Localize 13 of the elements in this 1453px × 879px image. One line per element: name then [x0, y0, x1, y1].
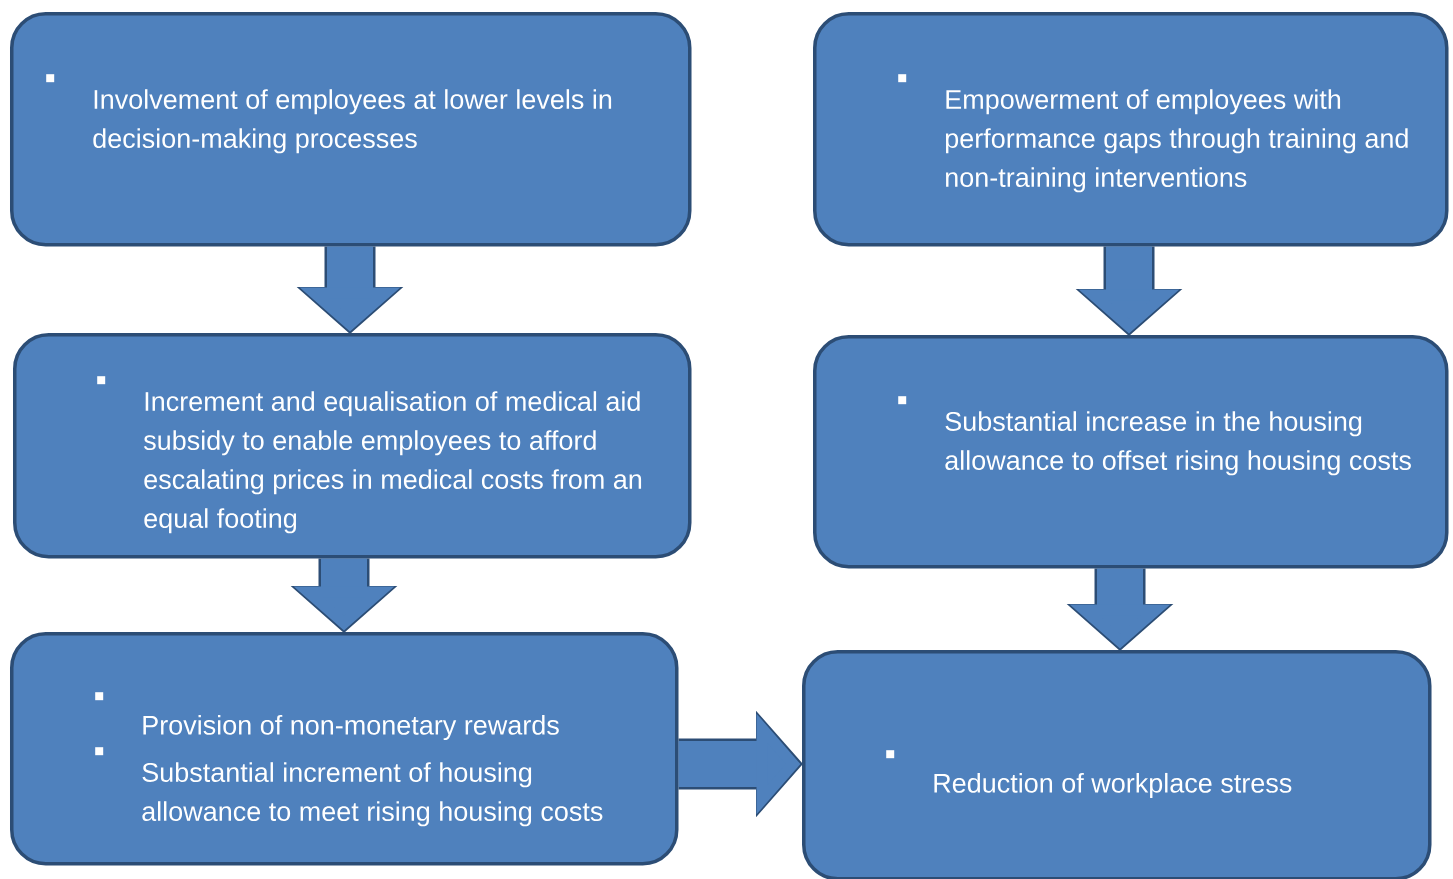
process-box	[10, 12, 692, 247]
process-box	[10, 632, 679, 866]
process-box	[13, 333, 692, 559]
bullet-text: Empowerment of employees with performance gaps through training and non-training interventions	[945, 89, 1408, 193]
bullet-text: Substantial increase in the housing allowance to offset rising housing costs	[945, 411, 1411, 476]
bullet-text: Reduction of workplace stress	[934, 772, 1292, 799]
process-box	[813, 12, 1449, 247]
bullet-text: Increment and equalisation of medical aid subsidy to enable employees to afford escalating prices in medical costs from an equal footing	[143, 391, 642, 534]
bullet-text: Provision of non-monetary rewards	[143, 714, 559, 741]
bullet-text: Substantial increment of housing allowance to meet rising housing costs	[142, 762, 603, 827]
bullet-text: Involvement of employees at lower levels in decision-making processes	[93, 89, 612, 154]
process-box	[813, 335, 1449, 569]
process-box	[802, 650, 1432, 879]
